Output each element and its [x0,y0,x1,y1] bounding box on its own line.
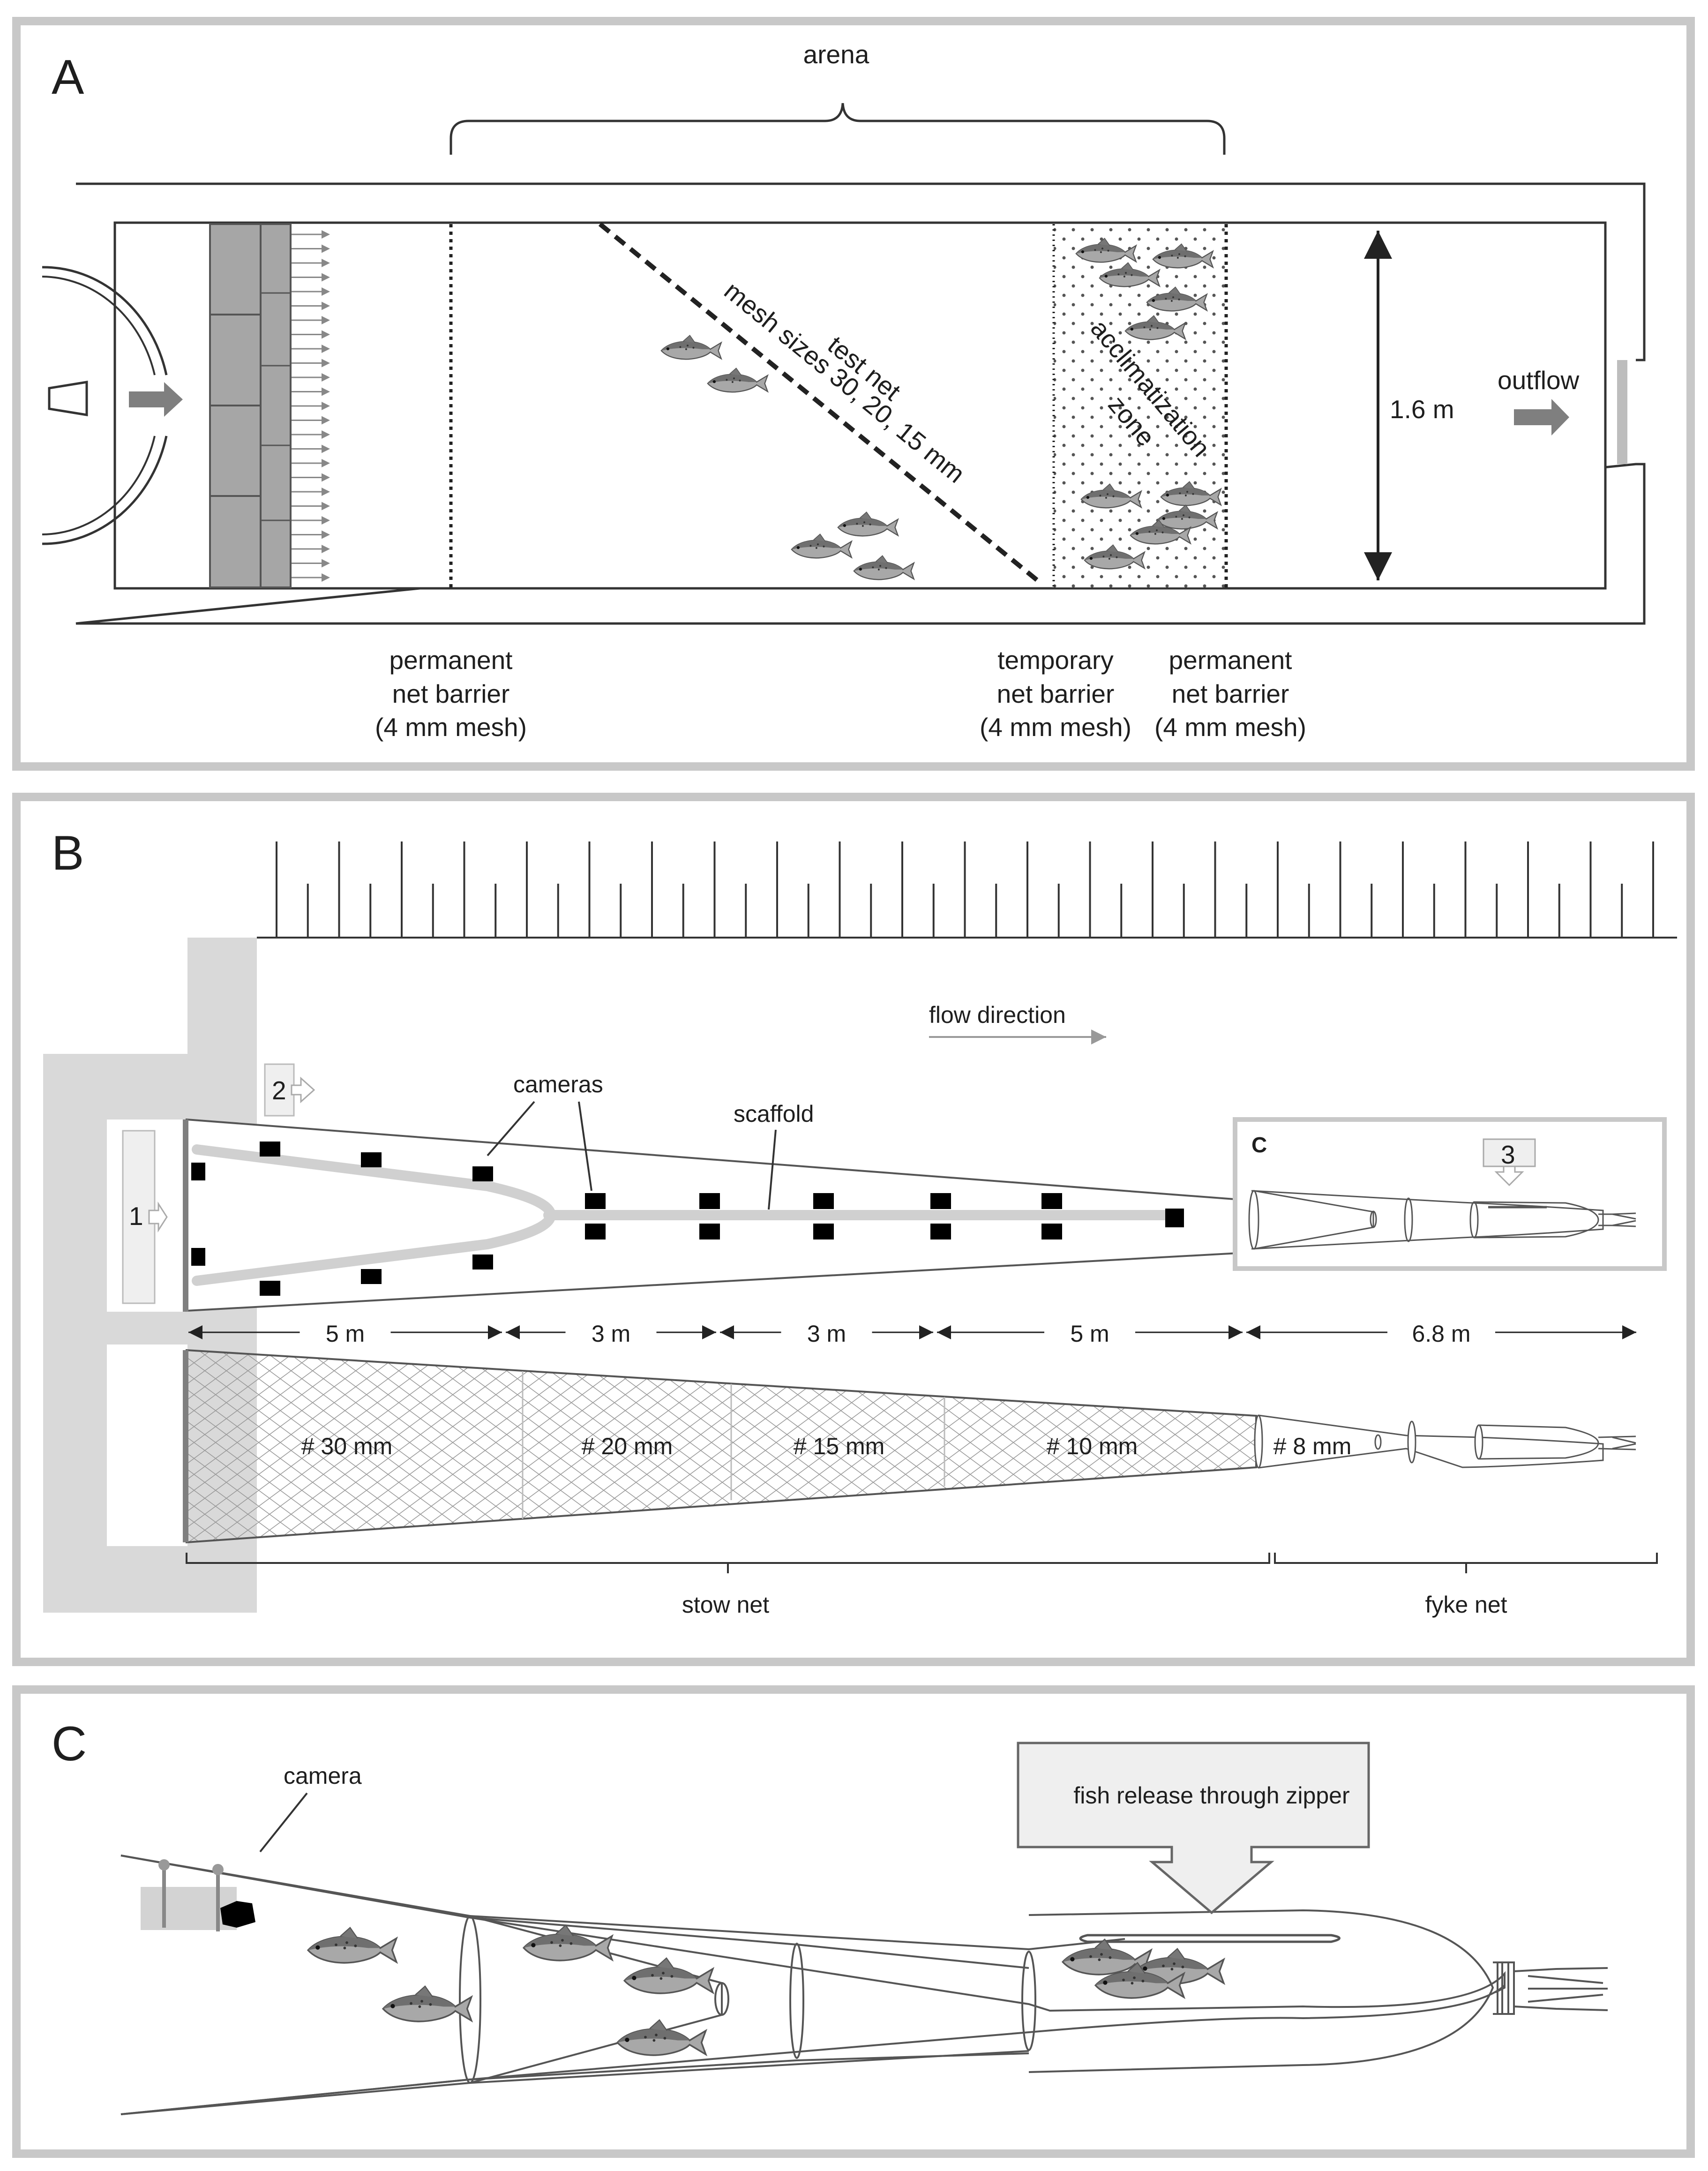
panel-b-letter: B [52,826,84,880]
flow-arrow-icon [292,387,330,396]
mesh-size-label: # 8 mm [1274,1433,1352,1459]
flow-arrows [292,230,330,582]
flow-arrow-icon [292,573,330,582]
mesh-size-label: # 10 mm [1047,1433,1138,1459]
camera-icon [191,1142,1184,1296]
segment-length-label: 5 m [1070,1321,1109,1347]
svg-text:(4 mm mesh): (4 mm mesh) [980,713,1131,742]
segment-length-label: 5 m [326,1321,365,1347]
outflow-arrow-icon [1514,399,1569,436]
flow-arrow-icon [292,259,330,267]
flow-arrow-icon [292,345,330,353]
panel-a: A arena test net mesh [12,17,1695,771]
inset-c-letter: C [1251,1133,1267,1157]
marker-2-label: 2 [272,1076,286,1105]
scaffold-label: scaffold [734,1101,814,1127]
flow-arrow-icon [292,301,330,310]
svg-text:net barrier: net barrier [997,679,1115,708]
flow-arrow-icon [292,230,330,239]
marker-3-arrow-icon [1494,1165,1524,1187]
marker-1-label: 1 [129,1202,143,1231]
width-label: 1.6 m [1390,395,1454,424]
svg-text:permanent: permanent [390,646,513,675]
marker-3-label: 3 [1501,1140,1515,1169]
flow-arrow-icon [292,330,330,339]
marker-3 [1483,1138,1536,1167]
barrier-label-temporary: temporary net barrier (4 mm mesh) [980,646,1131,742]
svg-text:net barrier: net barrier [392,679,510,708]
flow-arrow-icon [292,530,330,539]
flow-arrow-icon [292,473,330,482]
segment-length-label: 3 m [592,1321,630,1347]
net-edge-top [120,1855,1125,1951]
flow-arrow-icon [292,244,330,253]
svg-text:net barrier: net barrier [1172,679,1289,708]
fyke-net-mini-upper [1248,1190,1636,1250]
marker-2-arrow-icon [291,1076,315,1104]
barrier-label-left: permanent net barrier (4 mm mesh) [375,646,527,742]
camera-label: camera [284,1763,362,1789]
flow-arrow-icon [292,402,330,410]
svg-text:temporary: temporary [997,646,1114,675]
release-label: fish release through zipper [1073,1782,1349,1809]
marker-2 [264,1063,295,1117]
fyke-net-label: fyke net [1425,1592,1507,1618]
flow-arrow-icon [292,316,330,324]
test-net [598,222,1043,586]
flow-arrow-icon [292,502,330,511]
ruler-icon [257,841,1677,939]
svg-text:(4 mm mesh): (4 mm mesh) [375,713,527,742]
cameras-label: cameras [513,1071,603,1097]
camera-mount [141,1859,255,1931]
flow-arrow-icon [292,459,330,467]
flow-direction-label: flow direction [929,1002,1066,1028]
net-edge-bottom [120,2050,1029,2115]
fyke-net-mini-lower [1254,1414,1636,1469]
panel-c: C camera [12,1685,1695,2158]
outflow-label: outflow [1498,366,1580,395]
arena-brace [449,103,1226,155]
flow-arrow-icon [292,545,330,553]
mesh-size-label: # 20 mm [582,1433,673,1459]
panel-b: B 1 2 [12,793,1695,1666]
flow-arrow-icon [292,373,330,382]
flow-arrow-icon [292,488,330,496]
flow-arrow-icon [292,273,330,282]
svg-text:permanent: permanent [1169,646,1292,675]
stow-net-bracket [186,1553,1270,1573]
arena-label: arena [803,40,869,69]
barrier-label-right: permanent net barrier (4 mm mesh) [1154,646,1306,742]
flow-arrow-icon [292,444,330,453]
flow-arrow-icon [292,430,330,439]
flow-arrow-icon [292,416,330,425]
panel-a-letter: A [52,50,84,105]
fyke-net-bracket [1274,1553,1658,1573]
mesh-size-label: # 30 mm [301,1433,393,1459]
svg-text:(4 mm mesh): (4 mm mesh) [1154,713,1306,742]
flow-arrow-icon [292,287,330,296]
release-callout [1017,1742,1370,1915]
mesh-size-label: # 15 mm [794,1433,885,1459]
flow-arrow-icon [292,516,330,525]
segment-length-label: 6.8 m [1412,1321,1470,1347]
stow-net-label: stow net [682,1592,769,1618]
inflow-nozzle-icon [48,381,88,416]
flow-arrow-icon [292,359,330,368]
marker-1-arrow-icon [148,1201,168,1233]
camera-icon [220,1901,255,1928]
inflow-arrow-icon [129,382,183,417]
flow-arrow-icon [292,559,330,568]
panel-c-letter: C [52,1717,87,1771]
segment-length-label: 3 m [807,1321,846,1347]
